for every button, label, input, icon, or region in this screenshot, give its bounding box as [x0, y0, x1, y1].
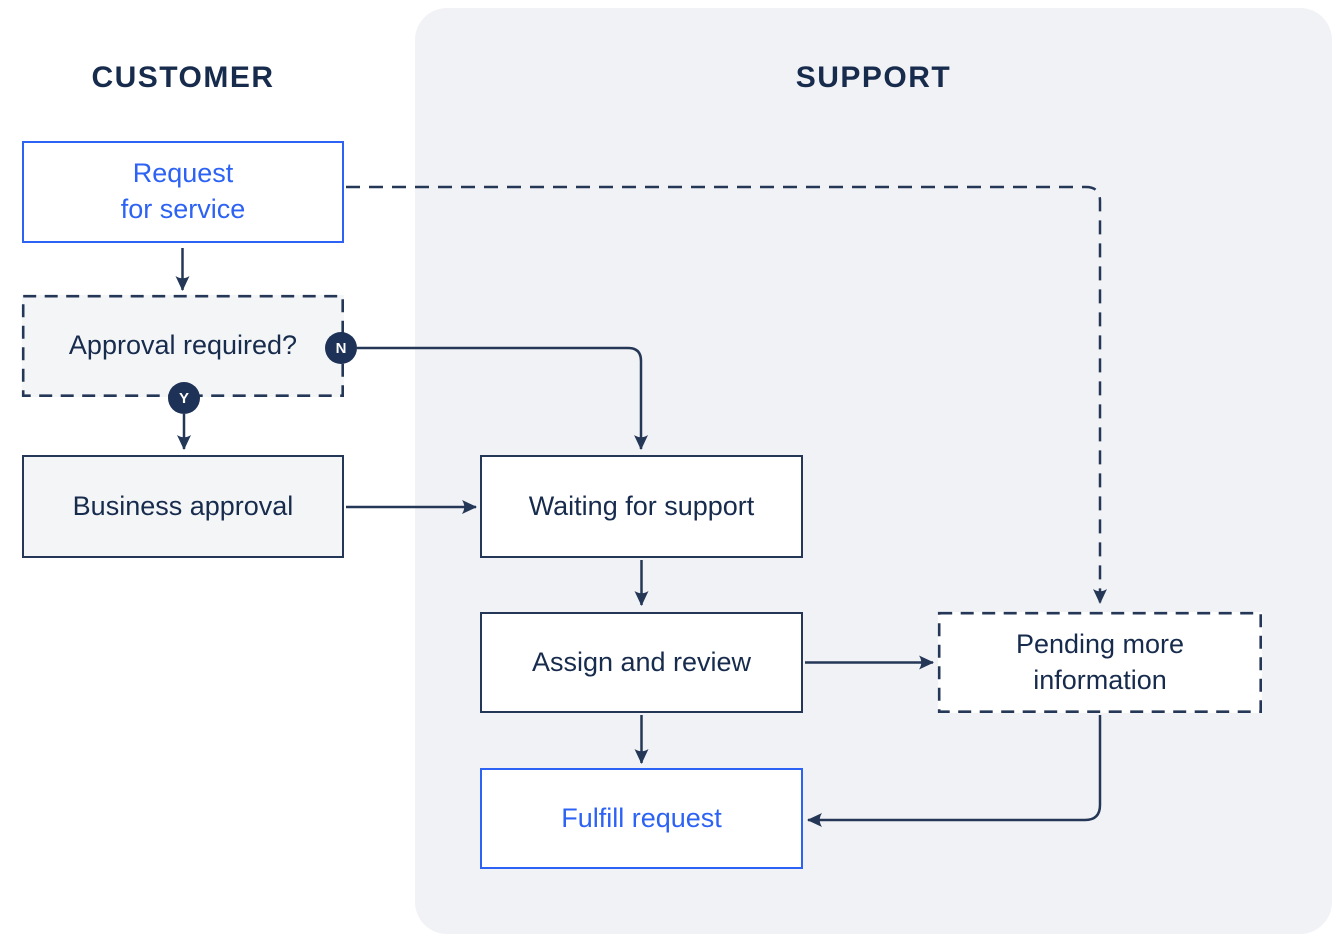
customer-lane-header: CUSTOMER [91, 61, 275, 94]
badge-label: N [335, 339, 347, 357]
node-assign-and-review: Assign and review [480, 612, 803, 713]
node-label: Fulfill request [561, 802, 722, 833]
support-lane-header: SUPPORT [795, 61, 952, 94]
node-waiting-for-support: Waiting for support [480, 455, 803, 558]
node-label-line1: Pending more [1015, 628, 1185, 659]
node-label: Waiting for support [528, 490, 755, 521]
node-label: Business approval [72, 490, 294, 521]
condition-badge-yes: Y [168, 382, 200, 414]
node-pending-more-information: Pending more information [938, 612, 1262, 713]
node-label-line2: information [1033, 664, 1167, 695]
node-fulfill-request: Fulfill request [480, 768, 803, 869]
node-label-line1: Request [132, 158, 234, 189]
node-label: Approval required? [68, 330, 298, 361]
node-business-approval: Business approval [22, 455, 344, 558]
condition-badge-no: N [325, 332, 357, 364]
node-label-line2: for service [120, 194, 246, 224]
node-label: Assign and review [531, 646, 752, 677]
badge-label: Y [178, 389, 189, 407]
node-request-for-service: Request for service [22, 141, 344, 243]
